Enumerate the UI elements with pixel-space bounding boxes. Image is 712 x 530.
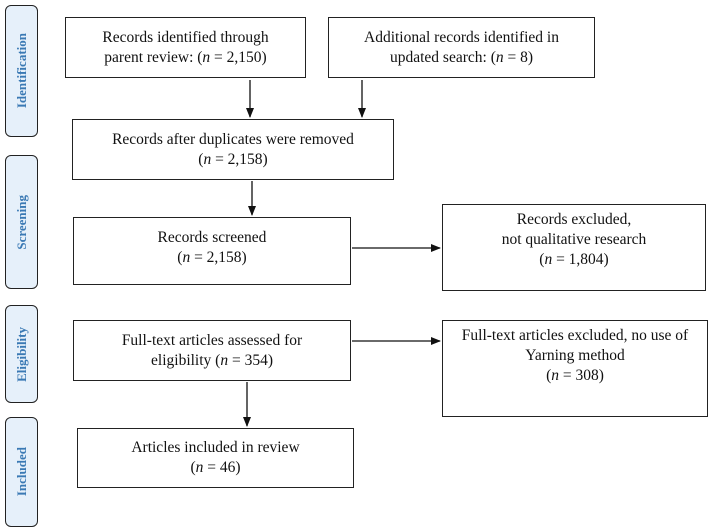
box-after-duplicates: Records after duplicates were removed (n… bbox=[72, 119, 394, 180]
phase-screening: Screening bbox=[5, 155, 38, 289]
box-excluded-qualitative-line2: not qualitative research bbox=[501, 231, 647, 248]
box-excluded-yarning: Full-text articles excluded, no use of Y… bbox=[442, 320, 708, 417]
box-updated-search-line2: updated search: (n = 8) bbox=[389, 48, 534, 66]
box-excluded-yarning-line3: (n = 308) bbox=[546, 367, 604, 384]
box-fulltext-assessed-line1: Full-text articles assessed for bbox=[121, 331, 303, 349]
box-screened: Records screened (n = 2,158) bbox=[73, 217, 351, 285]
box-after-duplicates-line2: (n = 2,158) bbox=[198, 150, 268, 168]
box-updated-search-line1: Additional records identified in bbox=[364, 28, 559, 46]
box-excluded-yarning-line2: Yarning method bbox=[525, 347, 625, 364]
phase-identification: Identification bbox=[5, 5, 38, 137]
box-included: Articles included in review (n = 46) bbox=[77, 428, 354, 488]
phase-included: Included bbox=[5, 417, 38, 527]
box-excluded-yarning-line1: Full-text articles excluded, no use of bbox=[461, 327, 689, 344]
box-fulltext-assessed-line2: eligibility (n = 354) bbox=[151, 351, 273, 369]
box-fulltext-assessed: Full-text articles assessed for eligibil… bbox=[73, 320, 351, 381]
box-excluded-qualitative-line1: Records excluded, bbox=[516, 211, 632, 228]
box-screened-line2: (n = 2,158) bbox=[177, 249, 247, 266]
box-updated-search: Additional records identified in updated… bbox=[328, 17, 595, 78]
box-included-line2: (n = 46) bbox=[190, 459, 241, 476]
box-parent-review: Records identified through parent review… bbox=[65, 17, 306, 78]
box-screened-line1: Records screened bbox=[157, 229, 267, 246]
phase-eligibility: Eligibility bbox=[5, 305, 38, 403]
box-included-line1: Articles included in review bbox=[131, 439, 300, 456]
box-parent-review-line2: parent review: (n = 2,150) bbox=[104, 48, 267, 66]
box-excluded-qualitative: Records excluded, not qualitative resear… bbox=[442, 204, 706, 291]
box-after-duplicates-line1: Records after duplicates were removed bbox=[112, 130, 354, 148]
box-parent-review-line1: Records identified through bbox=[102, 28, 269, 46]
box-excluded-qualitative-line3: (n = 1,804) bbox=[539, 251, 609, 268]
